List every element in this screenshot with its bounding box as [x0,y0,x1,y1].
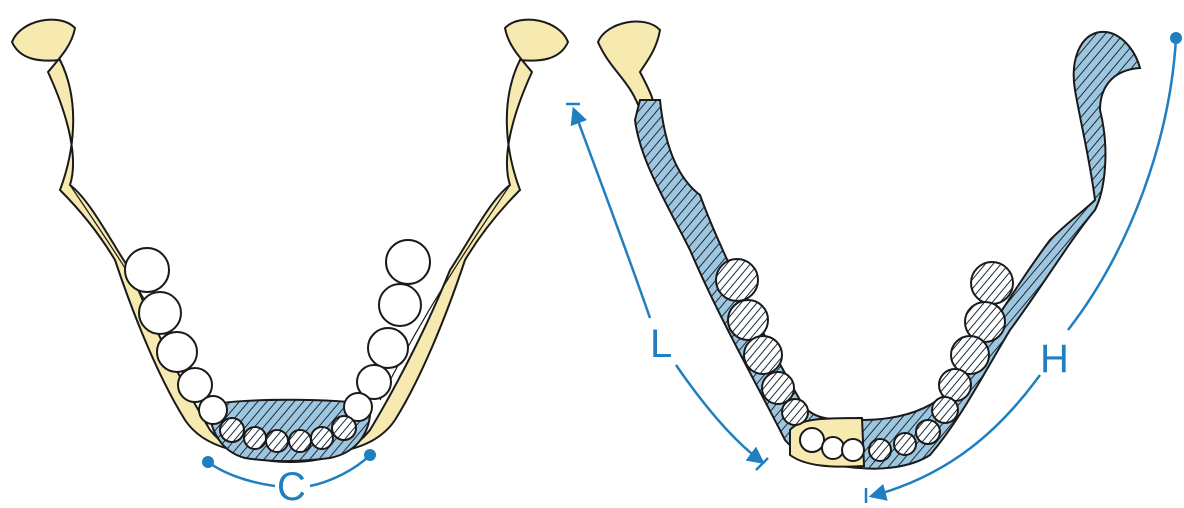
c-endpoint-right [364,449,376,461]
left-mandible-bone [12,20,568,462]
tooth [916,420,940,444]
tooth [332,416,356,440]
tooth [386,240,430,284]
tooth [894,433,916,455]
tooth [139,292,181,334]
tooth [971,262,1013,304]
tooth [125,248,169,292]
tooth [744,336,782,374]
tooth [289,430,311,452]
tooth [379,284,421,326]
label-l: L [650,322,672,366]
right-mandible: L H [566,21,1182,503]
tooth [869,439,891,461]
tooth [822,437,844,459]
tooth [716,259,758,301]
tooth [220,418,244,442]
tooth [157,332,197,372]
tooth [244,427,266,449]
right-resected-segment [635,32,1140,469]
left-mandible: C [12,20,568,508]
label-c: C [277,465,306,508]
tooth [932,397,958,423]
tooth [368,328,408,368]
label-h: H [1040,337,1069,381]
tooth [728,300,768,340]
c-endpoint-left [202,456,214,468]
tooth [842,439,864,461]
tooth [311,427,333,449]
tooth [800,428,824,452]
tooth [782,399,808,425]
tooth [266,430,288,452]
tooth [199,396,227,424]
right-mandible-bone [598,21,660,110]
tooth [762,372,794,404]
l-arrow-lower [676,365,762,462]
right-panel-teeth-left [716,259,808,425]
